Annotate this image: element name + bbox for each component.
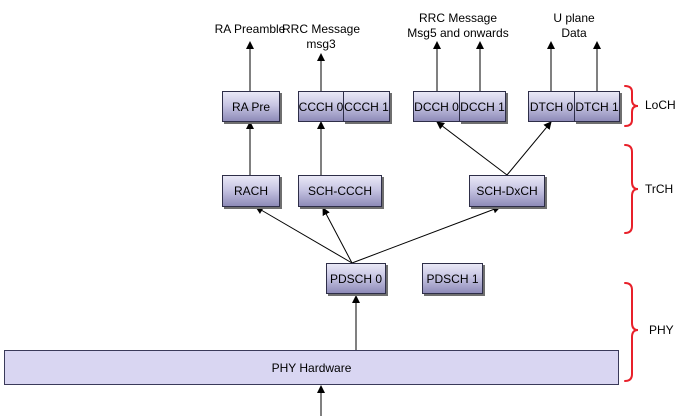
box-pdsch1: PDSCH 1 — [422, 263, 483, 294]
layer-label-loch: LoCH — [645, 98, 676, 112]
box-sch-dxch: SCH-DxCH — [469, 175, 545, 207]
label-rrc-msg5-line2: Msg5 and onwards — [407, 26, 509, 40]
label-ra-preamble-text: RA Preamble — [214, 22, 286, 36]
label-rrc-msg3-line2: msg3 — [306, 37, 336, 51]
arrow-pdsch0-to-sch-ccch — [322, 207, 353, 264]
box-ccch1: CCCH 1 — [343, 91, 390, 122]
label-ra-preamble: RA Preamble — [200, 22, 300, 37]
box-pdsch0: PDSCH 0 — [326, 263, 386, 294]
label-uplane: U plane Data — [534, 11, 614, 41]
brace-phy — [624, 282, 639, 382]
layer-label-phy: PHY — [649, 323, 674, 337]
box-ra-pre: RA Pre — [222, 91, 280, 122]
arrow-pdsch0-to-sch-dxch — [351, 205, 501, 264]
arrow-sch-dxch-to-dcch — [436, 121, 508, 176]
arrow-sch-dxch-to-dtch — [506, 121, 552, 176]
label-uplane-line1: U plane — [553, 11, 595, 25]
label-rrc-msg3-line1: RRC Message — [281, 22, 361, 36]
box-ccch0-label: CCCH 0 — [298, 99, 344, 114]
box-rach-label: RACH — [233, 184, 268, 198]
label-rrc-msg5-line1: RRC Message — [418, 11, 498, 25]
box-pdsch0-label: PDSCH 0 — [329, 271, 382, 286]
box-dcch0-label: DCCH 0 — [414, 99, 459, 114]
box-sch-ccch-label: SCH-CCCH — [308, 184, 372, 198]
box-ccch0: CCCH 0 — [298, 91, 344, 122]
box-dtch1-label: DTCH 1 — [575, 99, 619, 114]
box-dcch0: DCCH 0 — [413, 91, 460, 122]
box-ccch1-label: CCCH 1 — [344, 99, 389, 114]
label-uplane-line2: Data — [561, 26, 587, 40]
box-phy-hardware-label: PHY Hardware — [271, 360, 352, 375]
brace-trch — [624, 144, 639, 234]
box-sch-dxch-label: SCH-DxCH — [476, 184, 538, 198]
box-dtch0-label: DTCH 0 — [529, 99, 574, 114]
box-dcch1: DCCH 1 — [459, 91, 506, 122]
box-sch-ccch: SCH-CCCH — [298, 175, 382, 207]
box-rach: RACH — [222, 175, 280, 207]
box-pdsch1-label: PDSCH 1 — [426, 271, 479, 286]
layer-label-trch: TrCH — [645, 182, 674, 196]
arrow-pdsch0-to-rach — [255, 206, 353, 264]
box-dtch1: DTCH 1 — [574, 91, 620, 122]
box-dcch1-label: DCCH 1 — [460, 99, 505, 114]
box-dtch0: DTCH 0 — [528, 91, 575, 122]
box-ra-pre-label: RA Pre — [231, 99, 270, 114]
brace-loch — [624, 85, 639, 127]
label-rrc-msg5: RRC Message Msg5 and onwards — [393, 11, 523, 41]
box-phy-hardware: PHY Hardware — [4, 350, 619, 385]
label-rrc-msg3: RRC Message msg3 — [276, 22, 366, 52]
